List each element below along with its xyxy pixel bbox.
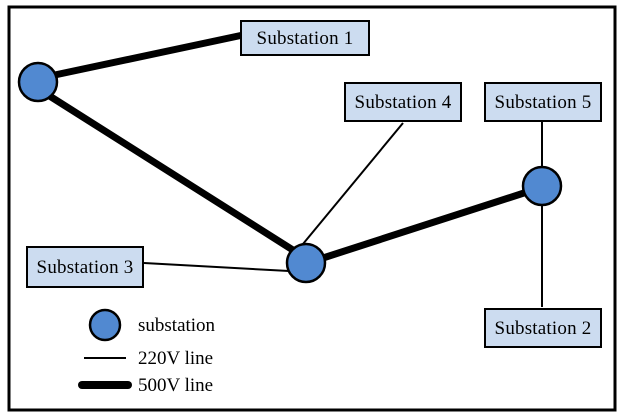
legend-label-thin-line: 220V line (138, 348, 214, 369)
node-right[interactable] (521, 165, 563, 207)
substation-box-b2[interactable]: Substation 2 (484, 308, 602, 348)
substation-box-b3[interactable]: Substation 3 (26, 246, 144, 288)
legend-label-thick-line: 500V line (138, 375, 214, 396)
substation-box-label: Substation 4 (354, 91, 452, 113)
edge-220v-sub4-to-center (297, 122, 404, 251)
substation-box-b5[interactable]: Substation 5 (484, 82, 602, 122)
edges-layer (44, 31, 543, 307)
legend-label-circle: substation (138, 315, 216, 336)
legend-substation-circle-icon (88, 308, 122, 342)
edge-500v-center-to-right (319, 188, 531, 262)
node-center[interactable] (285, 242, 327, 284)
substation-box-label: Substation 2 (494, 317, 592, 339)
node-left[interactable] (17, 61, 59, 103)
substation-box-b1[interactable]: Substation 1 (240, 20, 370, 56)
substation-box-b4[interactable]: Substation 4 (344, 82, 462, 122)
edge-500v-left-to-sub1 (46, 31, 247, 80)
substation-box-label: Substation 5 (494, 91, 592, 113)
edge-220v-sub3-to-center (143, 262, 290, 272)
substation-box-label: Substation 1 (256, 27, 354, 49)
substation-box-label: Substation 3 (36, 256, 134, 278)
legend-symbols-layer (78, 308, 132, 389)
nodes-layer (17, 61, 563, 284)
edge-500v-left-to-center (44, 91, 300, 256)
